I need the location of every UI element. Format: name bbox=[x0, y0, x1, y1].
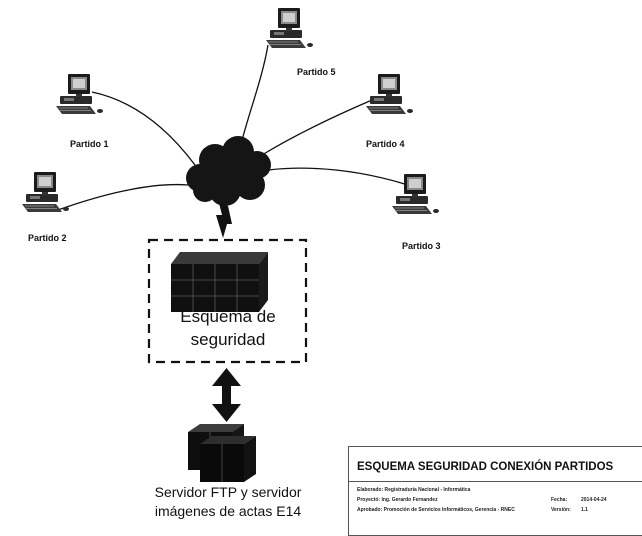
double-arrow-icon bbox=[212, 368, 241, 422]
link-partido-4 bbox=[261, 99, 373, 156]
title-block-field-value: 1.1 bbox=[581, 507, 588, 513]
label-partido-4: Partido 4 bbox=[366, 139, 405, 149]
computer-partido-5-icon bbox=[265, 7, 314, 49]
label-partido-2: Partido 2 bbox=[28, 233, 67, 243]
computer-partido-3-icon bbox=[391, 173, 440, 215]
server-icon bbox=[188, 424, 256, 482]
title-block-row: Aprobado: Promoción de Servicios Informá… bbox=[357, 507, 515, 513]
security-scheme-line-1: Esquema de bbox=[180, 307, 276, 326]
title-block: ESQUEMA SEGURIDAD CONEXIÓN PARTIDOS Elab… bbox=[348, 446, 642, 536]
title-block-field-value: 2014-04-24 bbox=[581, 497, 607, 503]
link-partido-2 bbox=[57, 183, 189, 211]
label-partido-3: Partido 3 bbox=[402, 241, 441, 251]
computer-partido-4-icon bbox=[365, 73, 414, 115]
title-block-row: Elaborado: Registraduría Nacional - Info… bbox=[357, 487, 471, 493]
title-block-divider bbox=[349, 481, 642, 482]
label-partido-1: Partido 1 bbox=[70, 139, 109, 149]
computer-partido-1-icon bbox=[55, 73, 104, 115]
label-partido-5: Partido 5 bbox=[297, 67, 336, 77]
title-block-field-label: Versión: bbox=[551, 507, 571, 513]
firewall-icon bbox=[171, 252, 268, 312]
link-partido-3 bbox=[267, 167, 409, 186]
link-partido-5 bbox=[239, 44, 269, 149]
internet-cloud-icon bbox=[186, 136, 271, 206]
computer-partido-2-icon bbox=[21, 171, 70, 213]
title-block-title: ESQUEMA SEGURIDAD CONEXIÓN PARTIDOS bbox=[357, 461, 614, 473]
security-scheme-label: Esquema de seguridad bbox=[150, 305, 306, 351]
title-block-row: Proyectó: Ing. Gerardo Fernandez bbox=[357, 497, 438, 503]
link-partido-1 bbox=[91, 91, 196, 166]
lightning-icon bbox=[216, 203, 232, 238]
server-caption: Servidor FTP y servidor imágenes de acta… bbox=[128, 483, 328, 521]
title-block-field-label: Fecha: bbox=[551, 497, 568, 503]
server-caption-line-1: Servidor FTP y servidor bbox=[154, 484, 302, 500]
security-scheme-line-2: seguridad bbox=[190, 330, 266, 349]
server-caption-line-2: imágenes de actas E14 bbox=[154, 503, 302, 519]
